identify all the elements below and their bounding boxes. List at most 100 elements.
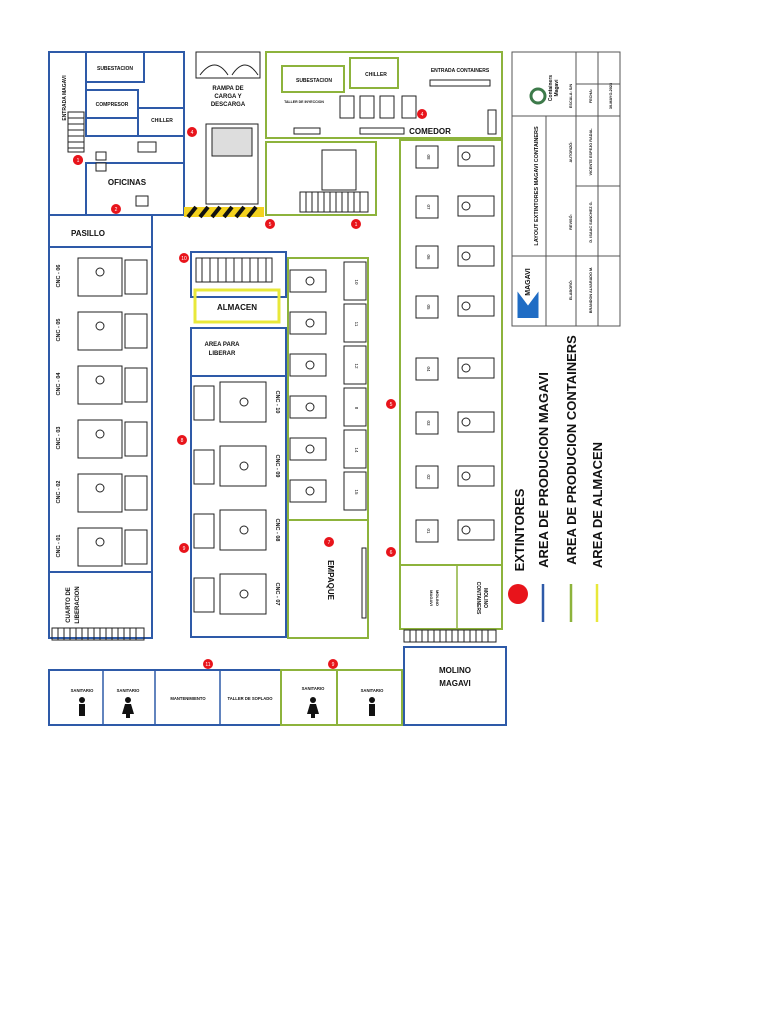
label-pasillo: PASILLO: [71, 229, 105, 238]
label-sanitario-4: SANITARIO: [361, 688, 384, 693]
extinguisher-number: 4: [191, 130, 194, 136]
hazard-stripe: [184, 205, 264, 219]
label-entrada-containers: ENTRADA CONTAINERS: [431, 68, 490, 74]
extinguisher-number: 5: [269, 222, 272, 228]
extinguisher-number: 10: [181, 256, 187, 262]
extinguisher-icon: [324, 537, 334, 547]
cnc-label: CNC - 03: [56, 427, 62, 450]
injection-mid-area: [287, 257, 369, 521]
label-area-liberar-a: AREA PARA: [204, 342, 240, 348]
machine-number: 03: [426, 420, 431, 426]
label-taller-soplado: TALLER DE SOPLADO: [227, 696, 273, 701]
magavi-top-block: [48, 51, 185, 216]
cnc-mid-area: [190, 375, 287, 638]
reviso-value: D. ISAAC SANCHEZ G.: [589, 201, 593, 242]
label-molino-magavi-2: MAGAVI: [439, 679, 470, 688]
comedor-tables: [293, 79, 497, 135]
extinguisher-marker: 7: [324, 537, 334, 547]
restroom-icons: [79, 697, 375, 718]
extinguisher-icon: [203, 659, 213, 669]
molino-magavi-room: [403, 646, 507, 726]
extinguisher-marker: 4: [187, 127, 197, 137]
injection-mid-machines: [289, 261, 367, 511]
label-taller-inyeccion: TALLER DE INYECCION: [284, 100, 324, 104]
man-icon: [79, 697, 85, 716]
area-liberar-room: [190, 327, 287, 377]
legend: EXTINTORES AREA DE PRODUCION MAGAVI AREA…: [508, 335, 605, 622]
machine-number: 15: [354, 489, 359, 495]
extinguisher-marker: 9: [179, 543, 189, 553]
autorizo-label: AUTORIZÓ:: [568, 141, 573, 162]
legend-extintor-swatch: [508, 584, 528, 604]
injection-right-area: [399, 139, 503, 566]
cnc-label: CNC - 01: [56, 535, 62, 558]
office-furniture: [95, 141, 357, 207]
extinguisher-icon: [265, 219, 275, 229]
cnc-label: CNC - 04: [56, 372, 62, 396]
extinguisher-icon: [111, 204, 121, 214]
machine-number: 07: [426, 204, 431, 210]
machine-number: 02: [426, 474, 431, 480]
label-compresor: COMPRESOR: [96, 102, 129, 108]
extinguisher-number: 1: [77, 158, 80, 164]
label-molino-magavi-small-2: MAGAVI: [429, 590, 434, 606]
label-almacen: ALMACEN: [217, 303, 257, 312]
title-block-title: LAYOUT EXTINTORES MAGAVI CONTAINERS: [534, 126, 540, 246]
extinguisher-marker: 4: [417, 109, 427, 119]
machine-number: 08: [426, 154, 431, 160]
legend-magavi: AREA DE PRODUCION MAGAVI: [536, 372, 551, 568]
extinguisher-marker: 6: [386, 547, 396, 557]
extinguisher-number: 2: [115, 207, 118, 213]
extinguisher-marker: 5: [386, 399, 396, 409]
extinguisher-icon: [179, 253, 189, 263]
label-area-liberar-b: LIBERAR: [209, 351, 236, 357]
machine-number: 10: [354, 279, 359, 285]
extinguisher-marker: 1: [351, 219, 361, 229]
extinguisher-number: 9: [332, 662, 335, 668]
label-subestacion-2: SUBESTACION: [296, 78, 332, 84]
sanitario-green-2: [336, 669, 403, 726]
extinguisher-icon: [179, 543, 189, 553]
extinguisher-number: 5: [390, 402, 393, 408]
sanitario-green-1: [280, 669, 338, 726]
extinguisher-icon: [328, 659, 338, 669]
cnc-label: CNC - 05: [56, 319, 62, 342]
extinguisher-marker: 1: [73, 155, 83, 165]
title-block: Containers Magavi MAGAVI LAYOUT EXTINTOR…: [511, 51, 621, 327]
label-rampa-3: DESCARGA: [211, 102, 246, 108]
label-cuarto-liberacion-1: CUARTO DE: [66, 587, 72, 623]
extinguisher-icon: [386, 547, 396, 557]
logo-magavi-text: MAGAVI: [525, 268, 532, 296]
extinguisher-icon: [417, 109, 427, 119]
label-rampa-2: CARGA Y: [214, 94, 241, 100]
extinguisher-marker: 8: [177, 435, 187, 445]
legend-containers: AREA DE PRODUCION CONTAINERS: [564, 335, 579, 565]
cnc-label: CNC - 06: [56, 265, 62, 288]
extinguisher-marker: 10: [179, 253, 189, 263]
label-molino-magavi-1: MOLINO: [439, 666, 471, 675]
label-molino-containers-1: MOLINO: [482, 588, 488, 608]
extinguisher-number: 8: [181, 438, 184, 444]
autorizo-value: VICENTE ESPEJO RADAL: [589, 128, 593, 176]
label-entrada-magavi: ENTRADA MAGAVI: [62, 75, 68, 121]
label-cuarto-liberacion-2: LIBERACION: [75, 586, 81, 623]
extinguisher-marker: 11: [203, 659, 213, 669]
compresor-room: [85, 89, 139, 119]
label-sanitario-3: SANITARIO: [302, 686, 325, 691]
elaboro-label: ELABORÓ:: [568, 280, 573, 300]
cnc-label: CNC - 02: [56, 481, 62, 504]
cnc-label: CNC - 07: [274, 583, 280, 606]
almacen-room: [193, 288, 281, 324]
containers-logo: Containers Magavi: [529, 75, 560, 105]
extinguisher-number: 11: [205, 662, 210, 668]
cnc-left-machines: [77, 257, 148, 567]
empaque-room: [287, 519, 369, 639]
fecha-label: FECHA:: [589, 89, 593, 103]
machine-number: 04: [426, 366, 431, 372]
woman-icon: [307, 697, 319, 718]
cnc-label: CNC - 10: [274, 391, 280, 414]
extinguisher-marker: 9: [328, 659, 338, 669]
logo-top-1: Containers: [548, 75, 554, 101]
